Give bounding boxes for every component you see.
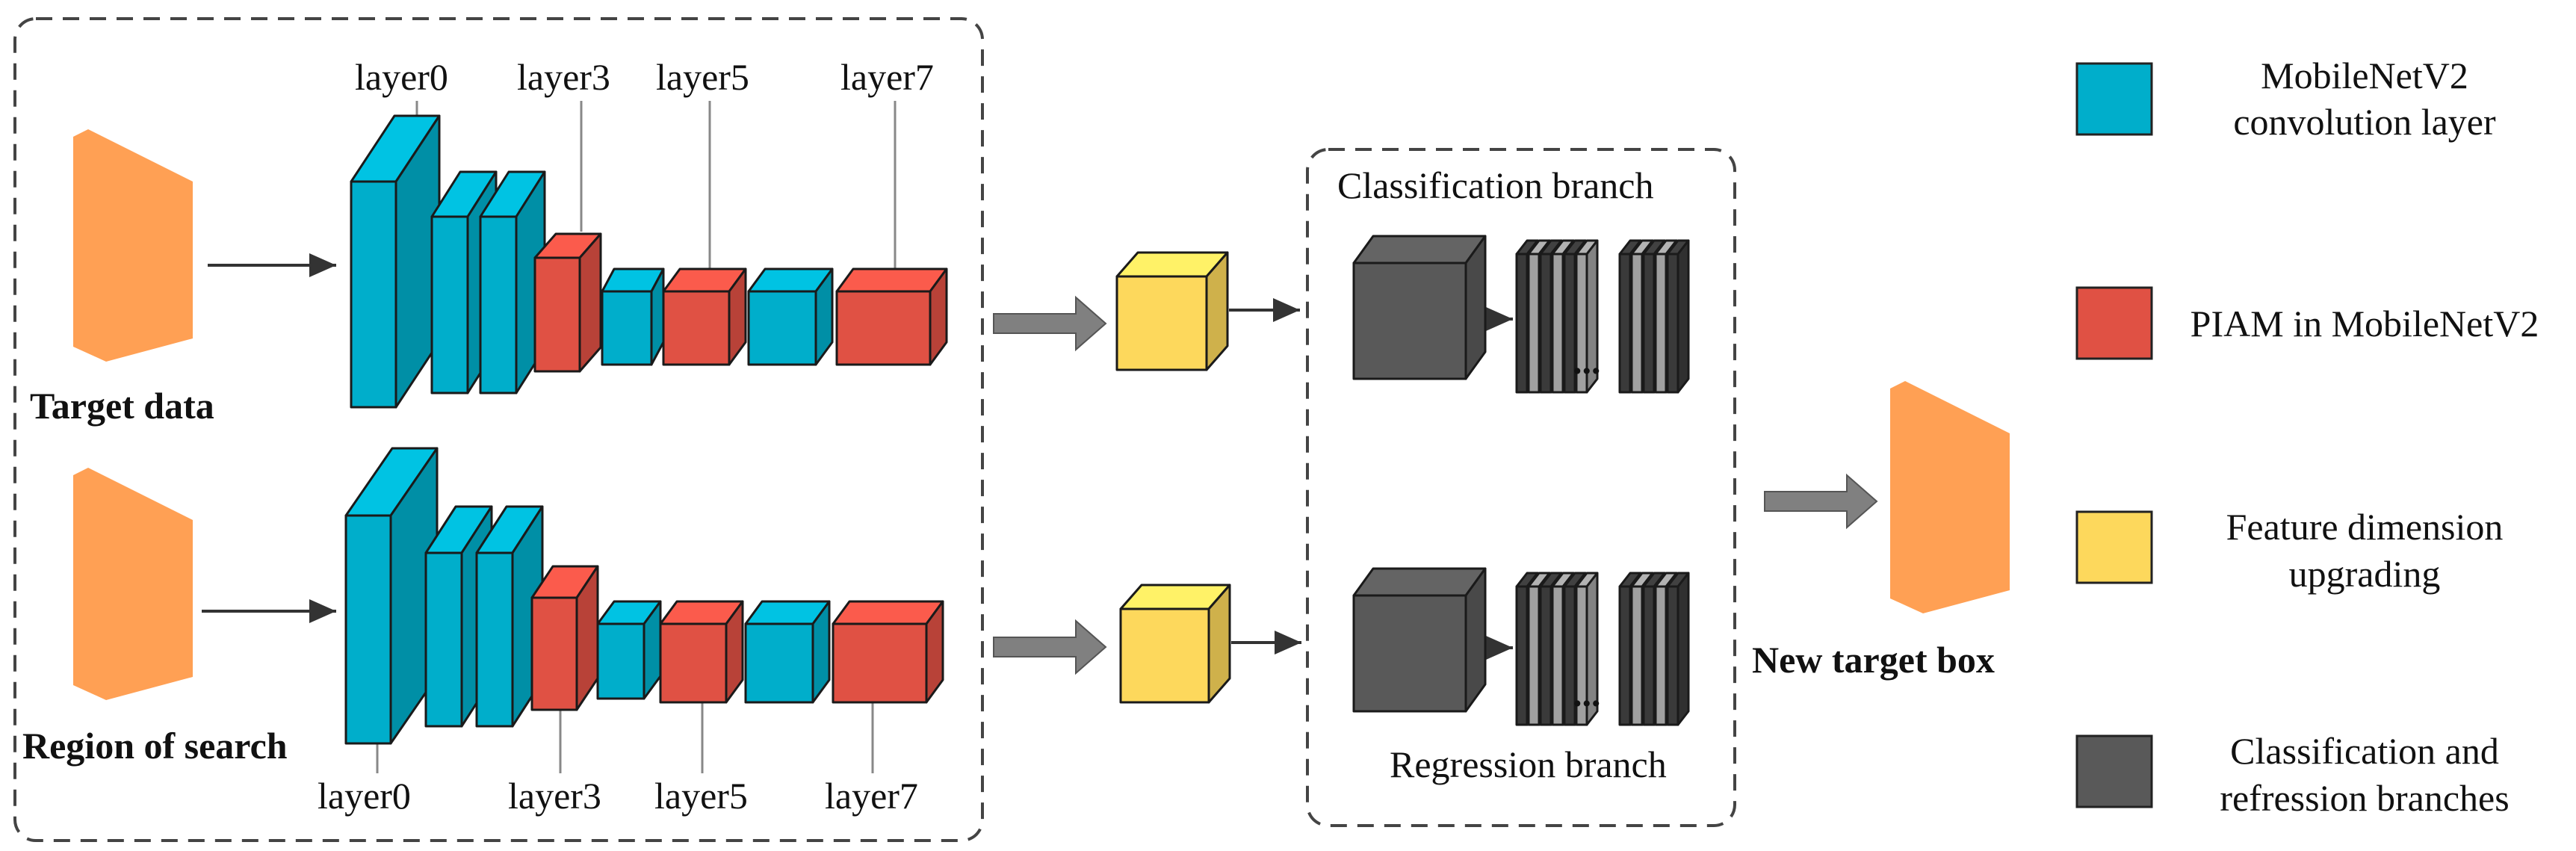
leader-lines	[376, 101, 897, 773]
new-target-box-label: New target box	[1752, 639, 1995, 681]
bottom-layer0-block	[344, 514, 392, 745]
bottom-layer2-block	[475, 551, 514, 728]
search-region-frame	[73, 468, 193, 700]
legend-piam-line1: PIAM in MobileNetV2	[2190, 303, 2539, 344]
regression-stack-a-1	[1527, 585, 1541, 726]
legend-swatch-piam	[2075, 286, 2153, 360]
top-layer3-block	[533, 256, 581, 373]
top-upgrade-cube-side	[1205, 251, 1229, 371]
top-layer2-block	[479, 215, 518, 394]
bottom-layer6-block-side	[811, 600, 831, 704]
regression-stack-a-0	[1515, 585, 1529, 726]
classification-branch-label: Classification branch	[1337, 164, 1654, 206]
regression-cube-side	[1464, 567, 1487, 713]
classification-stack-a-0	[1515, 253, 1529, 394]
classification-cube-side	[1464, 235, 1487, 380]
legend-branch-line1: Classification and	[2230, 730, 2499, 772]
cuboid-blocks	[344, 114, 1690, 745]
legend-conv-line2: convolution layer	[2233, 101, 2496, 143]
bottom-layer7-block	[832, 622, 928, 704]
classification-stack-a-5-side	[1585, 239, 1599, 394]
bottom-layer1-block	[424, 551, 463, 728]
classification-stack-b-2	[1642, 253, 1656, 394]
legend-branch-line2: refression branches	[2220, 777, 2509, 819]
layer3-bottom-label: layer3	[508, 775, 601, 817]
regression-stack-b-3	[1654, 585, 1668, 726]
bottom-upgrade-cube-side	[1207, 584, 1231, 704]
layer3-top-label: layer3	[517, 56, 610, 98]
regression-branch-label: Regression branch	[1390, 743, 1667, 785]
layer7-top-label: layer7	[840, 56, 934, 98]
regression-stack-b-0	[1618, 585, 1632, 726]
legend-upgrade-line2: upgrading	[2289, 553, 2441, 595]
top-layer6-block-side	[814, 267, 834, 366]
block-arrow-bottom	[993, 619, 1107, 675]
region-of-search-label: Region of search	[22, 725, 288, 767]
bottom-layer6-block	[744, 622, 814, 704]
legend-swatch-branch	[2075, 734, 2153, 808]
layer0-bottom-label: layer0	[318, 775, 411, 817]
top-layer4-block	[601, 290, 653, 366]
block-arrow-output	[1764, 473, 1878, 530]
block-arrow-top	[993, 295, 1107, 352]
top-layer7-block-side	[929, 267, 948, 366]
legend-conv-line1: MobileNetV2	[2261, 55, 2468, 96]
top-layer7-block-top	[835, 267, 948, 293]
regression-ellipsis: ...	[1573, 672, 1601, 714]
classification-stack-b-4-side	[1676, 239, 1690, 394]
classification-stack-b-1	[1630, 253, 1644, 394]
bottom-layer7-block-side	[925, 600, 944, 704]
classification-stack-a-3	[1551, 253, 1564, 394]
top-layer3-block-side	[578, 232, 602, 373]
legend: MobileNetV2 convolution layer PIAM in Mo…	[2075, 55, 2539, 819]
backbone-container	[13, 17, 984, 842]
classification-stack-a-1	[1527, 253, 1541, 394]
legend-swatch-conv	[2075, 62, 2153, 136]
top-layer1-block	[430, 215, 469, 394]
regression-stack-a-2	[1539, 585, 1552, 726]
regression-stack-a-3	[1551, 585, 1564, 726]
legend-swatch-upgrade	[2075, 510, 2153, 584]
target-data-label: Target data	[30, 385, 214, 427]
regression-stack-b-1	[1630, 585, 1644, 726]
classification-stack-b-3	[1654, 253, 1668, 394]
top-upgrade-cube	[1115, 275, 1208, 371]
regression-stack-a-5-side	[1585, 572, 1599, 726]
classification-stack-a-2	[1539, 253, 1552, 394]
regression-stack-b-4	[1666, 585, 1679, 726]
top-layer0-block	[350, 180, 397, 409]
classification-cube-top	[1352, 235, 1487, 264]
top-layer5-block	[662, 290, 731, 366]
top-layer7-block	[835, 290, 932, 366]
regression-cube	[1352, 594, 1467, 713]
regression-stack-b-2	[1642, 585, 1656, 726]
new-target-box-frame	[1890, 381, 2010, 613]
top-layer5-block-side	[728, 267, 747, 366]
regression-cube-top	[1352, 567, 1487, 597]
bottom-layer5-block	[659, 622, 728, 704]
bottom-layer4-block	[596, 622, 645, 700]
bottom-layer3-block	[530, 596, 578, 711]
classification-stack-b-4	[1666, 253, 1679, 394]
bottom-layer5-block-side	[725, 600, 744, 704]
bottom-upgrade-cube	[1119, 607, 1210, 704]
regression-stack-b-4-side	[1676, 572, 1690, 726]
layer0-top-label: layer0	[355, 56, 448, 98]
legend-upgrade-line1: Feature dimension	[2226, 506, 2504, 548]
layer5-top-label: layer5	[656, 56, 749, 98]
bottom-layer7-block-top	[832, 600, 944, 625]
layer5-bottom-label: layer5	[654, 775, 748, 817]
target-data-frame	[73, 129, 193, 362]
classification-stack-b-0	[1618, 253, 1632, 394]
layer7-bottom-label: layer7	[825, 775, 918, 817]
classification-cube	[1352, 262, 1467, 380]
head-container	[1306, 148, 1736, 827]
top-layer6-block	[747, 290, 817, 366]
classification-ellipsis: ...	[1573, 340, 1601, 382]
